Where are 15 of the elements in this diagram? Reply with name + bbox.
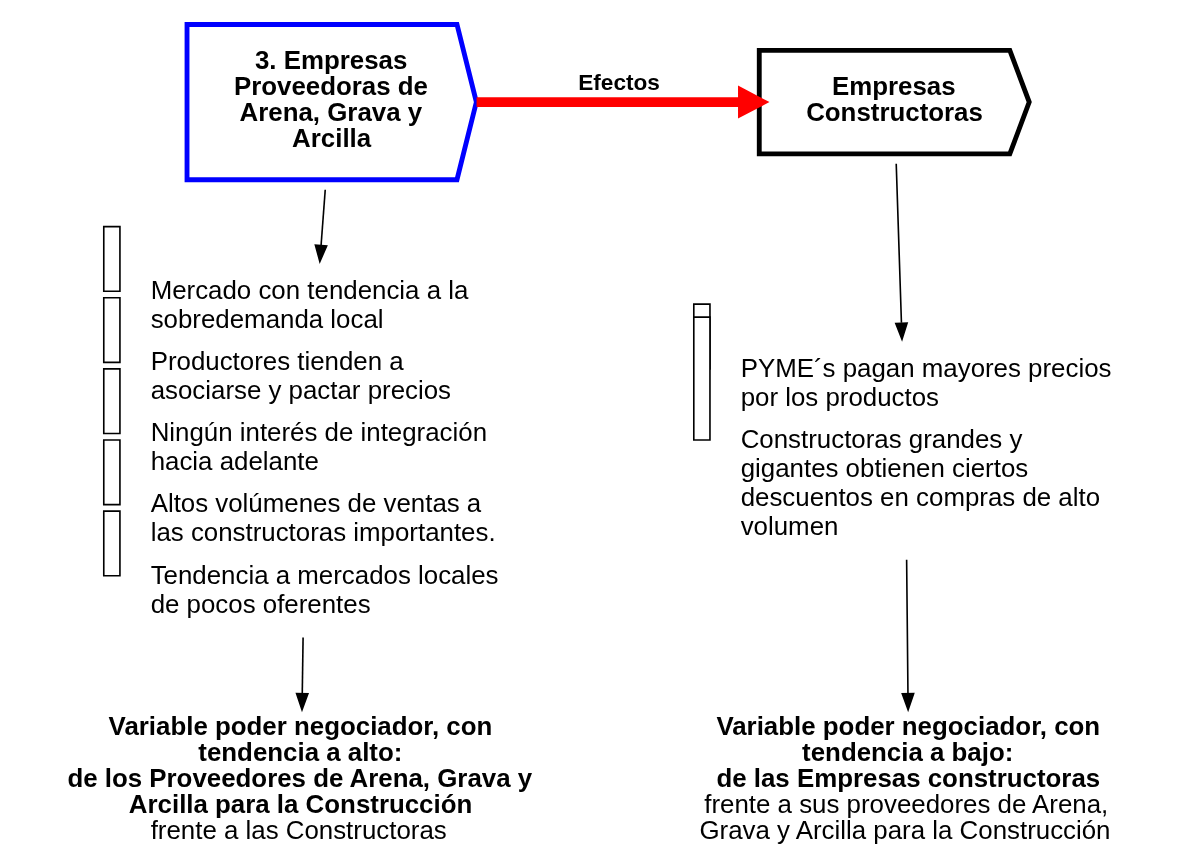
node-label: Altos volúmenes de ventas a las constructoras importantes. [150,489,496,547]
arrow [894,162,908,342]
node-label: Productores tienden a asociarse y pactar precios [150,347,451,405]
node-text: Variable poder negociador, con tendencia a alto: de los Proveedores de Arena, Grava y Arcilla para la Construcción frente a las Constructoras [66,712,532,844]
arrow [476,85,769,119]
arrow [294,636,309,713]
arrow [313,188,328,264]
node-label: Tendencia a mercados locales de pocos oferentes [150,560,499,618]
node-label: Constructoras grandes y gigantes obtienen ciertos descuentos en compras de alto volumen [740,424,1100,541]
edge-label: Efectos [577,69,660,95]
arrow [900,558,915,713]
node-label: Ningún interés de integración hacia adelante [150,418,487,476]
node-text: Variable poder negociador, con tendencia a bajo: de las Empresas constructoras frente a sus proveedores de Arena, Grava y Arcilla para la Construcción [698,712,1111,844]
node-label: PYME´s pagan mayores precios por los productos [740,353,1111,411]
node-label: Mercado con tendencia a la sobredemanda local [150,276,468,334]
